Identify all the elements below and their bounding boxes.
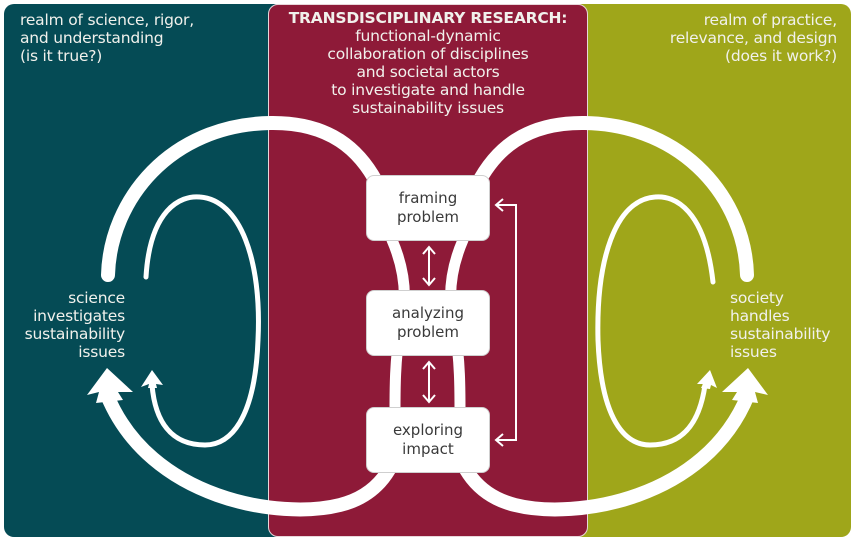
practice-outer-arc [448, 392, 755, 517]
practice-inner-loop [595, 194, 716, 448]
label-line: handles [730, 307, 790, 325]
label-line: science [68, 289, 125, 307]
heading-line: (does it work?) [724, 47, 837, 65]
subtitle-line: to investigate and handle [331, 81, 525, 99]
science-investigates-label: science investigates sustainability issu… [10, 289, 126, 361]
practice-top-arc [470, 115, 754, 282]
analyzing-problem-box: analyzing problem [366, 290, 490, 356]
practice-realm-heading: realm of practice, relevance, and design… [670, 11, 837, 65]
step-label-line: analyzing [391, 304, 464, 322]
step-label-line: problem [396, 323, 460, 341]
label-line: society [730, 289, 784, 307]
science-inner-arrowhead [141, 370, 163, 388]
bidirectional-arrow-2 [422, 360, 436, 404]
heading-line: (is it true?) [20, 47, 103, 65]
heading-line: relevance, and design [669, 29, 837, 47]
step-label-line: framing [398, 189, 458, 207]
step-label-line: impact [402, 440, 454, 458]
subtitle-line: collaboration of disciplines [327, 45, 529, 63]
heading-line: and understanding [20, 29, 164, 47]
bidirectional-arrow-1 [422, 245, 436, 287]
feedback-connector [494, 198, 517, 447]
framing-problem-box: framing problem [366, 175, 490, 241]
practice-inner-arrowhead [697, 370, 717, 389]
step-label-line: exploring [392, 421, 464, 439]
society-handles-label: society handles sustainability issues [730, 289, 831, 361]
subtitle-line: sustainability issues [352, 99, 504, 117]
label-line: issues [78, 343, 125, 361]
subtitle-line: and societal actors [356, 63, 500, 81]
heading-line: realm of practice, [703, 11, 837, 29]
science-inner-loop [143, 194, 261, 448]
label-line: sustainability [730, 325, 831, 343]
transdisciplinary-title: TRANSDISCIPLINARY RESEARCH: [288, 9, 568, 27]
step-label-line: problem [396, 208, 460, 226]
subtitle-line: functional-dynamic [355, 27, 501, 45]
science-outer-arrowhead [87, 368, 133, 403]
science-realm-heading: realm of science, rigor, and understandi… [20, 11, 194, 65]
exploring-impact-box: exploring impact [366, 407, 490, 473]
label-line: issues [730, 343, 777, 361]
label-line: sustainability [24, 325, 126, 343]
transdisciplinary-heading: TRANSDISCIPLINARY RESEARCH: functional-d… [268, 9, 588, 117]
heading-line: realm of science, rigor, [20, 11, 194, 29]
practice-outer-arrowhead [722, 368, 768, 403]
science-top-arc [101, 115, 385, 282]
science-outer-arc [100, 392, 407, 517]
label-line: investigates [33, 307, 125, 325]
